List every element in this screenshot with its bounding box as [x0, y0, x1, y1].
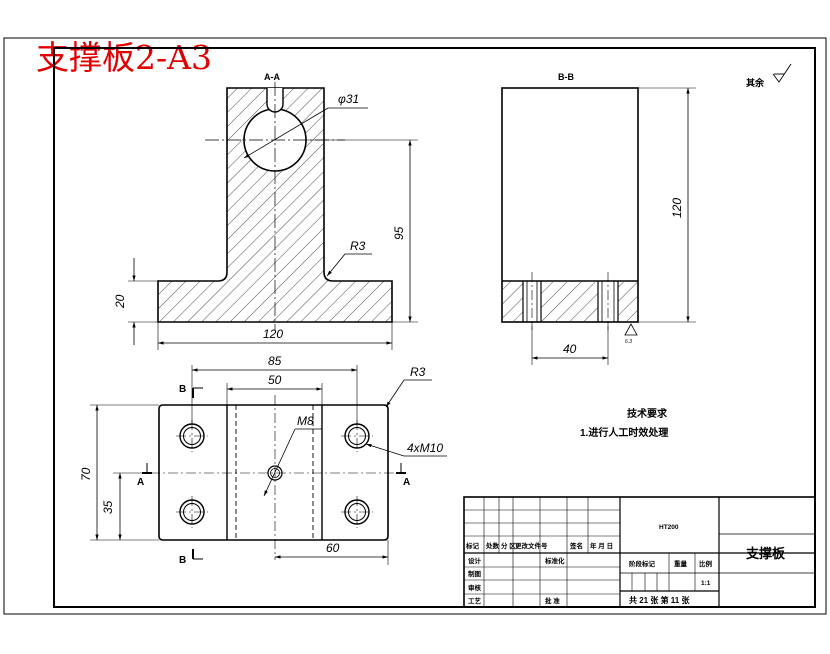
tb-zhongliang: 重量 — [674, 559, 688, 568]
drawing-title: 支撑板2-A3 — [36, 38, 212, 77]
tb-shenhe: 审核 — [468, 583, 482, 592]
tb-gongyi: 工艺 — [468, 596, 482, 605]
inner-border — [53, 47, 816, 608]
title-block — [463, 496, 816, 608]
tb-bili: 比例 — [699, 559, 713, 568]
dim-40: 40 — [563, 342, 577, 356]
dim-60: 60 — [326, 541, 340, 555]
tb-sheets: 共 21 张 第 11 张 — [629, 595, 690, 605]
tb-biaoji: 标记 — [465, 541, 480, 550]
dim-20: 20 — [113, 294, 127, 309]
dim-35: 35 — [101, 500, 115, 514]
dim-phi31: φ31 — [338, 92, 359, 106]
technical-requirements: 技术要求 1.进行人工时效处理 — [580, 407, 668, 439]
dim-70: 70 — [79, 467, 93, 481]
tb-fenqu: 分 区 — [501, 541, 516, 550]
cut-a-right: A — [403, 477, 410, 488]
tb-sheji: 设计 — [468, 556, 482, 565]
cut-a-left: A — [137, 477, 144, 488]
dim-85: 85 — [268, 354, 282, 368]
title-block-text: 标记 处数 分 区 更改文件号 签名 年 月 日 设计 标准化 制图 审核 工艺… — [465, 524, 786, 605]
roughness-symbol-icon — [772, 63, 792, 83]
datum-roughness: 6.3 — [625, 339, 632, 345]
tb-zhitu: 制图 — [468, 569, 482, 578]
section-bb-label: B-B — [558, 72, 574, 82]
top-view: B B A A 85 50 R3 M8 4xM10 — [79, 354, 447, 566]
datum-triangle — [624, 323, 638, 336]
dim-120-vertical: 120 — [670, 198, 684, 218]
dim-r3-top: R3 — [350, 239, 366, 253]
dim-4xm10: 4xM10 — [407, 441, 443, 455]
tb-chushu: 处数 — [485, 541, 500, 550]
tb-scale-value: 1:1 — [701, 580, 711, 587]
dim-120: 120 — [263, 327, 283, 341]
dim-50: 50 — [268, 373, 282, 387]
section-aa-view: φ31 R3 95 20 120 A-A — [113, 72, 418, 350]
dim-m8: M8 — [297, 414, 314, 428]
tech-item-1: 1.进行人工时效处理 — [580, 426, 668, 439]
bb-body — [501, 87, 639, 323]
tech-title: 技术要求 — [627, 407, 668, 420]
section-aa-label: A-A — [264, 72, 280, 82]
dim-r3-bottom: R3 — [410, 365, 426, 379]
tb-pizhun: 批 准 — [545, 596, 560, 605]
tb-material: HT200 — [659, 524, 679, 531]
cut-b-bottom: B — [179, 555, 186, 566]
outer-border — [3, 37, 827, 615]
tb-jieduan: 阶段标记 — [629, 559, 656, 568]
tb-gengai: 更改文件号 — [515, 541, 548, 550]
tb-nianyueri: 年 月 日 — [590, 541, 613, 550]
dim-95: 95 — [392, 226, 406, 240]
cut-b-top: B — [179, 384, 186, 395]
tb-biaozhunhua: 标准化 — [544, 556, 565, 565]
section-bb-view: B-B 120 40 6.3 — [501, 72, 696, 365]
surface-note: 其余 — [746, 63, 792, 88]
surface-note-label: 其余 — [746, 77, 765, 88]
tb-part-name: 支撑板 — [745, 546, 786, 561]
tb-qianming: 签名 — [569, 541, 583, 550]
